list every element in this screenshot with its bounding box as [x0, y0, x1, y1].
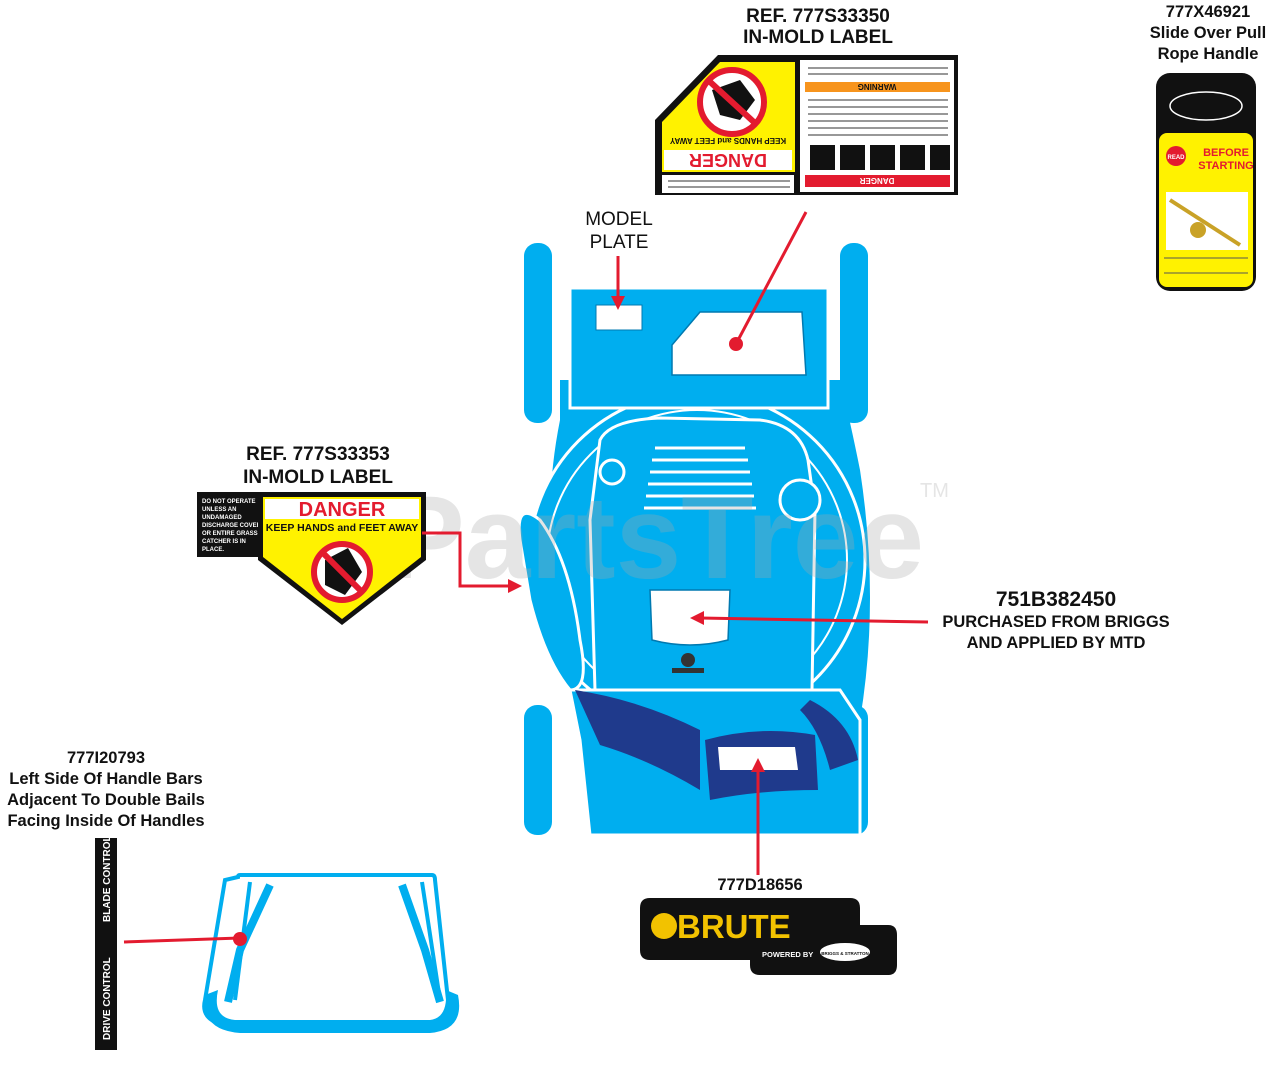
handle-bar-grip — [204, 990, 460, 1033]
decal-right-danger: DANGER — [689, 150, 767, 170]
engine-shroud — [588, 416, 817, 692]
caption-part: 777I20793 — [67, 749, 145, 767]
engine-badge-bar — [672, 668, 704, 673]
decal-777s33353: DO NOT OPERATE UNLESS AN UNDAMAGED DISCH… — [197, 492, 426, 625]
read-text: READ — [1167, 155, 1185, 161]
decal-right-danger-small: DANGER — [859, 176, 894, 185]
decal-left-side-text: DO NOT OPERATE UNLESS AN UNDAMAGED DISCH… — [202, 499, 262, 553]
briggs-logo-icon — [820, 943, 870, 961]
starting-text: STARTING — [1198, 160, 1253, 172]
caption-line2: AND APPLIED BY MTD — [966, 634, 1146, 652]
caption-line2: PLATE — [589, 232, 649, 253]
decal-right-warning-bar — [805, 82, 950, 92]
caption-line3: Facing Inside Of Handles — [7, 812, 205, 830]
briggs-logo-text: BRIGGS & STRATTON — [821, 951, 869, 956]
engine-fins — [644, 446, 756, 510]
caption-777i20793: 777I20793 Left Side Of Handle Bars Adjac… — [0, 748, 212, 832]
caption-ref: REF. 777S33353 — [246, 444, 390, 465]
caption-line2: Adjacent To Double Bails — [7, 791, 205, 809]
decal-right-pictograms — [810, 145, 950, 170]
caption-part: 777D18656 — [717, 876, 803, 894]
handle-bars — [202, 873, 451, 1027]
decal-left-danger: DANGER — [299, 499, 386, 521]
arrow-engine-label — [699, 616, 929, 624]
model-plate-area — [595, 304, 643, 331]
arrow-left-label — [422, 531, 510, 588]
decal-777x46921: READ BEFORE STARTING — [1156, 73, 1256, 291]
decal-777d18656: BRUTE POWERED BY BRIGGS & STRATTON — [640, 898, 897, 975]
caption-751b382450: 751B382450 PURCHASED FROM BRIGGS AND APP… — [930, 588, 1182, 654]
engine-label-area — [649, 589, 731, 646]
before-text: BEFORE — [1203, 147, 1249, 159]
caption-ref: REF. 777S33350 — [746, 6, 890, 27]
callout-arrows — [123, 211, 929, 946]
powered-by: POWERED BY — [762, 950, 813, 959]
svg-text:UNDAMAGED: UNDAMAGED — [202, 515, 242, 521]
decal-right-keep-hands: KEEP HANDS and FEET AWAY — [669, 136, 786, 145]
svg-text:OR ENTIRE GRASS: OR ENTIRE GRASS — [202, 531, 258, 537]
svg-text:DISCHARGE COVER: DISCHARGE COVER — [202, 523, 262, 529]
rear-left-wheel — [524, 705, 552, 835]
bag-dark-edge — [800, 700, 858, 770]
decal-left-side — [197, 492, 259, 557]
caption-777s33353: REF. 777S33353 IN-MOLD LABEL — [218, 443, 418, 489]
watermark-tm: TM — [920, 480, 949, 502]
front-left-wheel — [524, 243, 552, 423]
caption-part: 777X46921 — [1165, 3, 1251, 21]
caption-777x46921: 777X46921 Slide Over Pull Rope Handle — [1138, 2, 1278, 65]
caption-part: 751B382450 — [995, 588, 1117, 611]
svg-text:UNLESS AN: UNLESS AN — [202, 507, 236, 513]
oil-cap — [598, 458, 626, 486]
bag-dark-panel-left — [575, 690, 700, 790]
blade-control-text: BLADE CONTROL — [102, 835, 113, 922]
caption-line1: Slide Over Pull — [1149, 24, 1267, 42]
decal-right-text-lines — [808, 67, 948, 136]
arrow-right-label — [734, 211, 808, 345]
rope-handle-hole — [1169, 91, 1243, 121]
control-decal-strip: BLADE CONTROL DRIVE CONTROL — [95, 835, 117, 1050]
svg-text:DO NOT OPERATE: DO NOT OPERATE — [202, 499, 256, 505]
watermark: PartsTree TM — [386, 472, 949, 604]
caption-777s33350: REF. 777S33350 IN-MOLD LABEL — [718, 6, 918, 48]
mower-top-view — [517, 243, 870, 837]
caption-777d18656: 777D18656 — [680, 875, 840, 896]
svg-text:CATCHER IS IN: CATCHER IS IN — [202, 539, 246, 545]
brute-bear-icon — [651, 913, 677, 939]
decal-right-warning: WARNING — [858, 82, 897, 91]
caption-line1: Left Side Of Handle Bars — [9, 770, 203, 788]
caption-model-plate: MODEL PLATE — [560, 208, 678, 254]
decal-right-white — [800, 60, 954, 192]
caption-desc: IN-MOLD LABEL — [743, 27, 893, 48]
arrow-handle-bars — [123, 936, 241, 944]
svg-text:PLACE.: PLACE. — [202, 547, 224, 553]
drive-control-text: DRIVE CONTROL — [102, 957, 113, 1040]
deck-handle-left — [517, 511, 585, 692]
engine-badge — [681, 653, 695, 667]
control-strip — [95, 838, 117, 1050]
decal-right-danger-bar — [805, 175, 950, 187]
caption-line2: Rope Handle — [1157, 45, 1259, 63]
fuel-cap — [778, 478, 822, 522]
caption-line1: MODEL — [585, 209, 653, 230]
caption-desc: IN-MOLD LABEL — [243, 467, 393, 488]
front-right-wheel — [840, 243, 868, 423]
brute-text: BRUTE — [677, 908, 791, 945]
read-icon — [1166, 146, 1186, 166]
decal-777s33350: WARNING DANGER KEEP HANDS and FEET AWAY … — [655, 55, 958, 195]
watermark-text: PartsTree — [386, 472, 924, 604]
caption-line1: PURCHASED FROM BRIGGS — [942, 613, 1170, 631]
decal-left-keep-hands: KEEP HANDS and FEET AWAY — [266, 522, 418, 534]
